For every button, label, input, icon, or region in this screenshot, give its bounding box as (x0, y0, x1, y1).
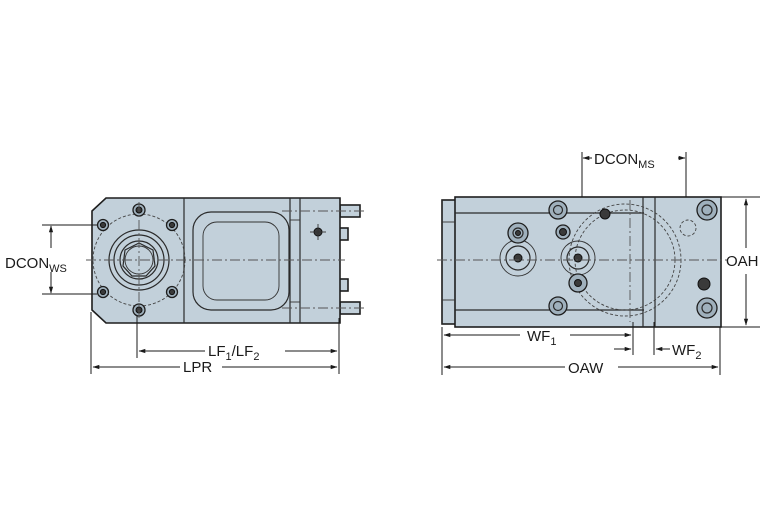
wf2-dimension: WF2 (614, 322, 701, 362)
side-view: DCONWS LF1/LF2 LPR (5, 197, 366, 376)
dcon-ws-label: DCONWS (5, 255, 67, 275)
side-body (91, 197, 341, 324)
locating-pins (337, 204, 361, 315)
dcon-ms-dimension: DCONMS (581, 151, 687, 197)
oaw-label: OAW (568, 360, 604, 377)
lpr-label: LPR (183, 359, 212, 376)
oah-label: OAH (726, 253, 759, 270)
wf1-dimension: WF1 (441, 322, 634, 375)
front-view: DCONMS OAH WF1 WF2 (437, 151, 760, 377)
lf-label: LF1/LF2 (208, 343, 259, 363)
dcon-ws-dimension: DCONWS (5, 224, 97, 295)
wf2-label: WF2 (672, 342, 701, 362)
oah-dimension: OAH (721, 196, 760, 328)
lpr-dimension: LPR (90, 312, 338, 376)
lf-dimension: LF1/LF2 (136, 316, 340, 374)
dcon-ms-label: DCONMS (594, 151, 655, 171)
oaw-dimension: OAW (443, 327, 721, 377)
flange-bolts (96, 203, 179, 317)
wf1-label: WF1 (527, 328, 556, 348)
